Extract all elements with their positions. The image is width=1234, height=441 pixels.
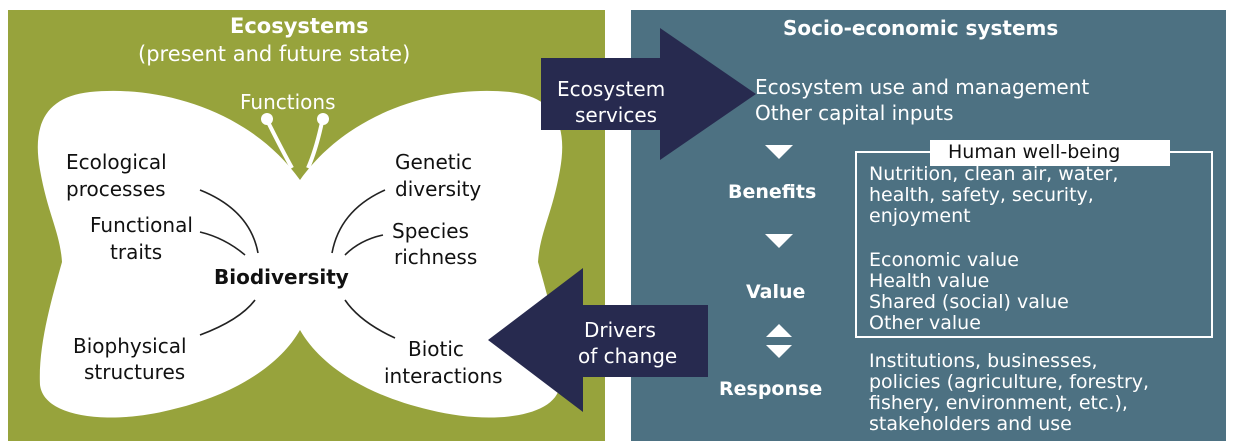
benefits-text-line3: enjoyment: [869, 205, 971, 227]
drivers-of-change-arrow: [488, 268, 708, 412]
down-triangle-benefits: [765, 145, 793, 159]
drivers-of-change-line1: Drivers: [584, 318, 656, 342]
biotic-interactions-line2: interactions: [384, 364, 503, 388]
line-biotic-interactions: [344, 299, 396, 339]
benefits-label: Benefits: [728, 181, 817, 203]
ecological-processes-line1: Ecological: [66, 150, 167, 174]
down-triangle-response: [766, 345, 792, 358]
human-well-being-title-box: [930, 140, 1170, 166]
ecological-processes-line2: processes: [66, 177, 166, 201]
species-richness-line2: richness: [394, 245, 478, 269]
genetic-diversity-line1: Genetic: [395, 150, 473, 174]
line-genetic-diversity: [331, 189, 386, 254]
response-text-line3: fishery, environment, etc.),: [869, 392, 1128, 414]
response-text-line4: stakeholders and use: [869, 413, 1072, 435]
drivers-of-change-line2: of change: [578, 344, 678, 368]
butterfly-shape: [37, 90, 563, 418]
biodiversity-label: Biodiversity: [214, 265, 349, 289]
value-text-line3: Shared (social) value: [869, 291, 1069, 313]
value-text-line2: Health value: [869, 270, 990, 292]
benefits-text-line1: Nutrition, clean air, water,: [869, 163, 1119, 185]
biophysical-structures-line2: structures: [84, 360, 186, 384]
value-text-line4: Other value: [869, 312, 981, 334]
biophysical-structures-line1: Biophysical: [73, 334, 187, 358]
ecosystems-subtitle: (present and future state): [138, 42, 411, 66]
ecosystem-services-line1: Ecosystem: [557, 77, 666, 101]
response-label: Response: [719, 378, 823, 400]
up-triangle-response: [766, 324, 792, 337]
response-text-line1: Institutions, businesses,: [869, 350, 1098, 372]
functions-label: Functions: [240, 90, 336, 114]
human-well-being-title: Human well-being: [948, 141, 1121, 163]
right-antenna: [306, 121, 324, 169]
species-richness-line1: Species: [392, 219, 469, 243]
left-antenna: [266, 121, 294, 169]
ecosystems-title: Ecosystems: [230, 14, 369, 38]
left-antenna-tip: [261, 113, 273, 125]
genetic-diversity-line2: diversity: [395, 177, 482, 201]
down-triangle-value: [765, 234, 793, 248]
line-ecological-processes: [199, 189, 259, 254]
ecosystem-services-line2: services: [575, 103, 658, 127]
ecosystem-services-arrow: [541, 28, 756, 160]
socio-economic-title: Socio-economic systems: [783, 16, 1059, 40]
line-species-richness: [344, 234, 384, 256]
functional-traits-line1: Functional: [90, 213, 193, 237]
socio-top-line2: Other capital inputs: [755, 101, 954, 125]
line-biophysical-structures: [199, 299, 256, 336]
biotic-interactions-line1: Biotic: [408, 337, 464, 361]
value-label: Value: [746, 281, 806, 303]
right-antenna-tip: [317, 113, 329, 125]
value-text-line1: Economic value: [869, 249, 1019, 271]
response-text-line2: policies (agriculture, forestry,: [869, 371, 1150, 393]
functional-traits-line2: traits: [110, 240, 163, 264]
line-functional-traits: [199, 231, 246, 256]
socio-top-line1: Ecosystem use and management: [755, 75, 1090, 99]
benefits-text-line2: health, safety, security,: [869, 184, 1094, 206]
